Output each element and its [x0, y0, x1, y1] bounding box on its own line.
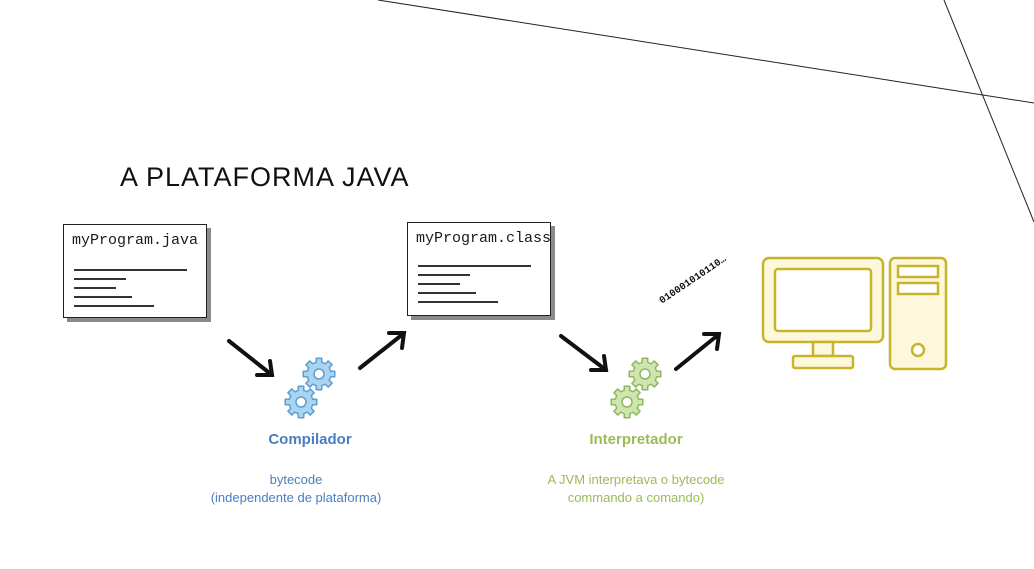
source-file-document: myProgram.java: [63, 224, 207, 318]
gear-hole: [621, 396, 633, 408]
compiler-note-line1: bytecode: [269, 472, 323, 487]
compiler-label: Compilador: [268, 431, 352, 448]
arrow-to-computer-icon: [674, 332, 722, 371]
gear-hole: [639, 368, 651, 380]
interpreter-note-line2: commando a comando): [567, 490, 705, 505]
compiler-note-line2: (independente de plataforma): [210, 490, 382, 505]
arrow-to-compiler-icon: [227, 339, 275, 377]
interpreter-label: Interpretador: [589, 431, 683, 448]
compiler-note: bytecode (independente de plataforma): [176, 471, 416, 507]
text-line: [74, 278, 126, 280]
interpreter-note-line1: A JVM interpretava o bytecode: [547, 472, 725, 487]
text-line: [74, 305, 154, 307]
text-line: [418, 265, 531, 267]
class-file-name: myProgram.class: [416, 230, 552, 247]
text-line: [74, 287, 116, 289]
decorative-line: [943, 0, 1034, 223]
compiler-gears-icon: [284, 357, 336, 419]
gear-hole: [313, 368, 325, 380]
source-file-name: myProgram.java: [72, 232, 199, 249]
page-title: A PLATAFORMA JAVA: [120, 162, 410, 192]
arrow-to-interpreter-icon: [559, 334, 609, 372]
text-line: [418, 301, 498, 303]
text-line: [418, 292, 476, 294]
interpreter-gears-icon: [610, 357, 662, 419]
arrow-to-class-icon: [358, 331, 407, 370]
desktop-computer-icon: [761, 256, 948, 371]
text-line: [74, 269, 187, 271]
text-line: [418, 283, 460, 285]
text-line: [74, 296, 132, 298]
interpreter-note: A JVM interpretava o bytecode commando a…: [511, 471, 761, 507]
text-line: [418, 274, 470, 276]
class-file-document: myProgram.class: [407, 222, 551, 316]
decorative-line: [377, 0, 1034, 104]
gear-hole: [295, 396, 307, 408]
